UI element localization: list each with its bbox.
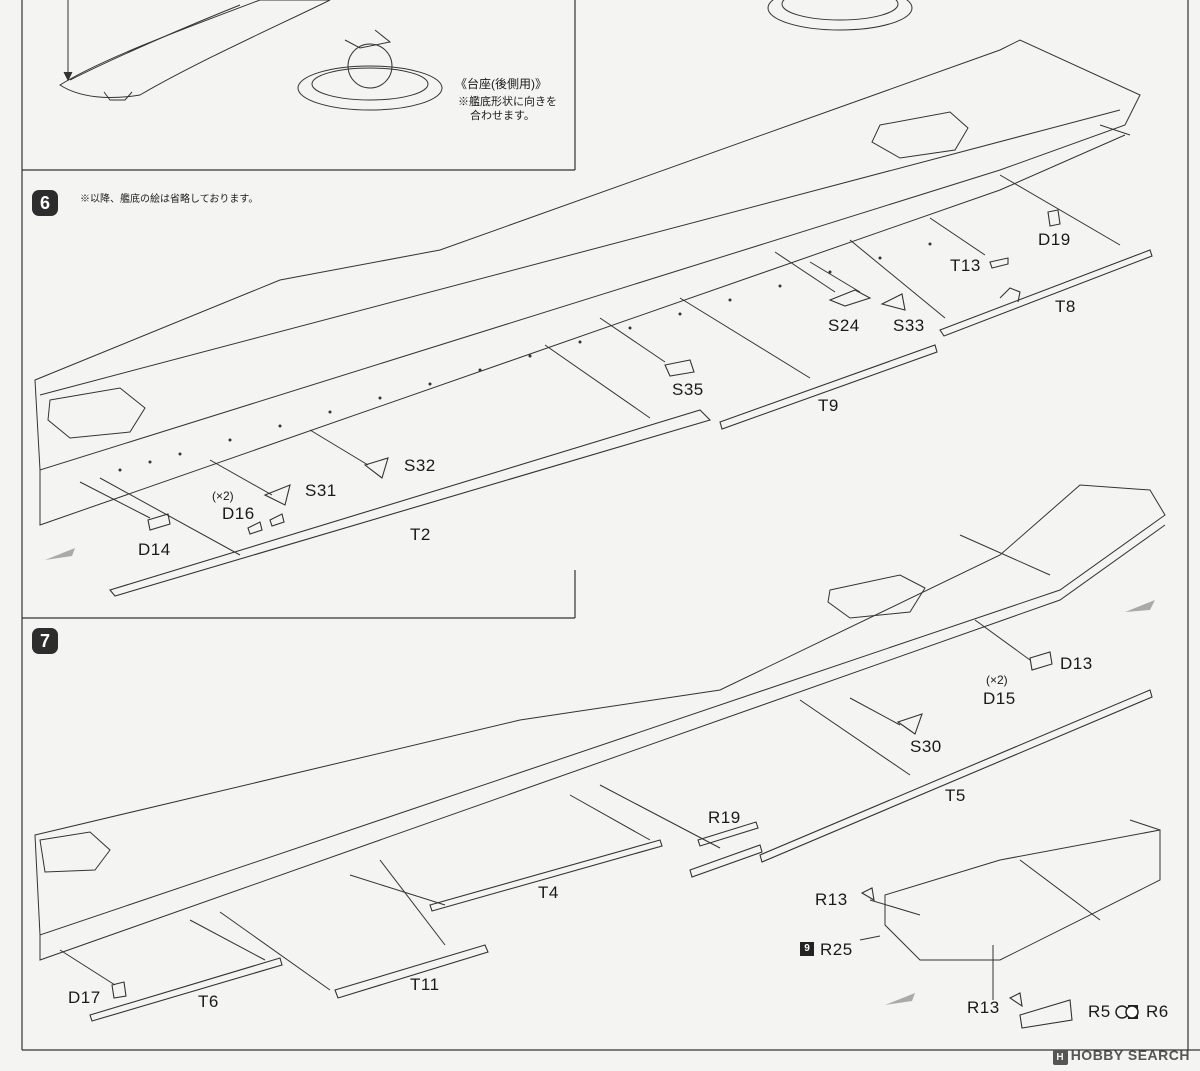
step6-parts	[109, 209, 1153, 597]
label-D15-qty: (×2)	[986, 673, 1008, 687]
label-D15: D15	[983, 689, 1016, 708]
part-S35-shape	[664, 359, 695, 377]
label-S30: S30	[910, 737, 942, 756]
step-7-badge: 7	[32, 628, 58, 654]
part-S31-shape	[263, 484, 291, 506]
part-S24-shape	[828, 289, 872, 307]
label-T11: T11	[410, 975, 440, 994]
part-R5-R6-shape	[1019, 999, 1073, 1029]
front-stand-top	[767, 0, 913, 31]
part-T2-shape	[109, 409, 712, 597]
part-T11-shape	[334, 944, 489, 999]
part-T8-shape	[939, 249, 1153, 337]
label-T13: T13	[950, 256, 981, 275]
stand-note-1: ※艦底形状に向きを	[458, 96, 557, 108]
stand-title: 《台座(後側用)》	[455, 77, 547, 91]
label-D19: D19	[1038, 230, 1071, 249]
part-R13-upper-shape	[860, 887, 875, 902]
label-S24: S24	[828, 316, 860, 335]
part-R13-lower-shape	[1008, 992, 1023, 1008]
part-R19-lower	[689, 844, 763, 878]
label-D14: D14	[138, 540, 171, 559]
part-T13-shape	[989, 257, 1009, 269]
label-T4: T4	[538, 883, 559, 902]
label-R5: R5	[1088, 1002, 1111, 1021]
step7-bow	[884, 819, 1161, 961]
stand-note-2: 合わせます。	[470, 110, 535, 122]
label-D16: D16	[222, 504, 255, 523]
part-D16-shape	[247, 513, 285, 535]
watermark-badge: H	[1052, 1050, 1068, 1065]
label-T6: T6	[198, 992, 219, 1011]
step-6-note: ※以降、艦底の絵は省略しております。	[80, 194, 259, 205]
sheet-ref-badge: 9	[800, 942, 814, 956]
part-S32-shape	[363, 457, 389, 479]
step7-direction-arrow-right	[1125, 600, 1155, 612]
label-S33: S33	[893, 316, 925, 335]
step7-deck	[34, 484, 1166, 961]
step6-arrows	[79, 174, 1121, 556]
label-D16-qty: (×2)	[212, 489, 234, 503]
step6-direction-arrow	[45, 548, 75, 560]
part-T6-shape	[89, 957, 283, 1022]
label-R13-lower: R13	[967, 998, 1000, 1017]
part-R19-upper	[697, 821, 759, 847]
label-R19: R19	[708, 808, 741, 827]
step7-direction-arrow-left	[885, 993, 915, 1005]
rear-stand	[297, 29, 443, 111]
label-D13: D13	[1060, 654, 1093, 673]
label-T2: T2	[410, 525, 431, 544]
label-T8: T8	[1055, 297, 1076, 316]
label-S35: S35	[672, 380, 704, 399]
label-T5: T5	[945, 786, 966, 805]
part-D13-shape	[1029, 651, 1053, 671]
part-D14-shape	[147, 513, 171, 531]
part-D19-shape	[1047, 209, 1061, 227]
label-D17: D17	[68, 988, 101, 1007]
part-T9-shape	[719, 344, 938, 430]
pair-symbol-icon	[1115, 1005, 1139, 1019]
watermark-text: HOBBY SEARCH	[1070, 1047, 1190, 1063]
step6-deck-details	[118, 242, 932, 472]
label-S31: S31	[305, 481, 337, 500]
step7-arrows	[59, 619, 1031, 1000]
label-R6: R6	[1146, 1002, 1169, 1021]
part-S33-shape	[880, 293, 906, 311]
label-R25: R25	[820, 940, 853, 959]
step6-deck	[34, 39, 1141, 526]
part-T4-shape	[429, 839, 663, 912]
part-D17-shape	[111, 981, 127, 999]
part-T5-shape	[759, 689, 1153, 863]
previous-step-hull	[59, 0, 331, 101]
label-R13-upper: R13	[815, 890, 848, 909]
part-T8-bracket	[999, 287, 1021, 303]
step-6-badge: 6	[32, 190, 58, 216]
label-S32: S32	[404, 456, 436, 475]
part-R25-shape	[859, 935, 881, 941]
part-S30-shape	[896, 713, 923, 735]
label-T9: T9	[818, 396, 839, 415]
step7-parts	[89, 651, 1153, 1029]
